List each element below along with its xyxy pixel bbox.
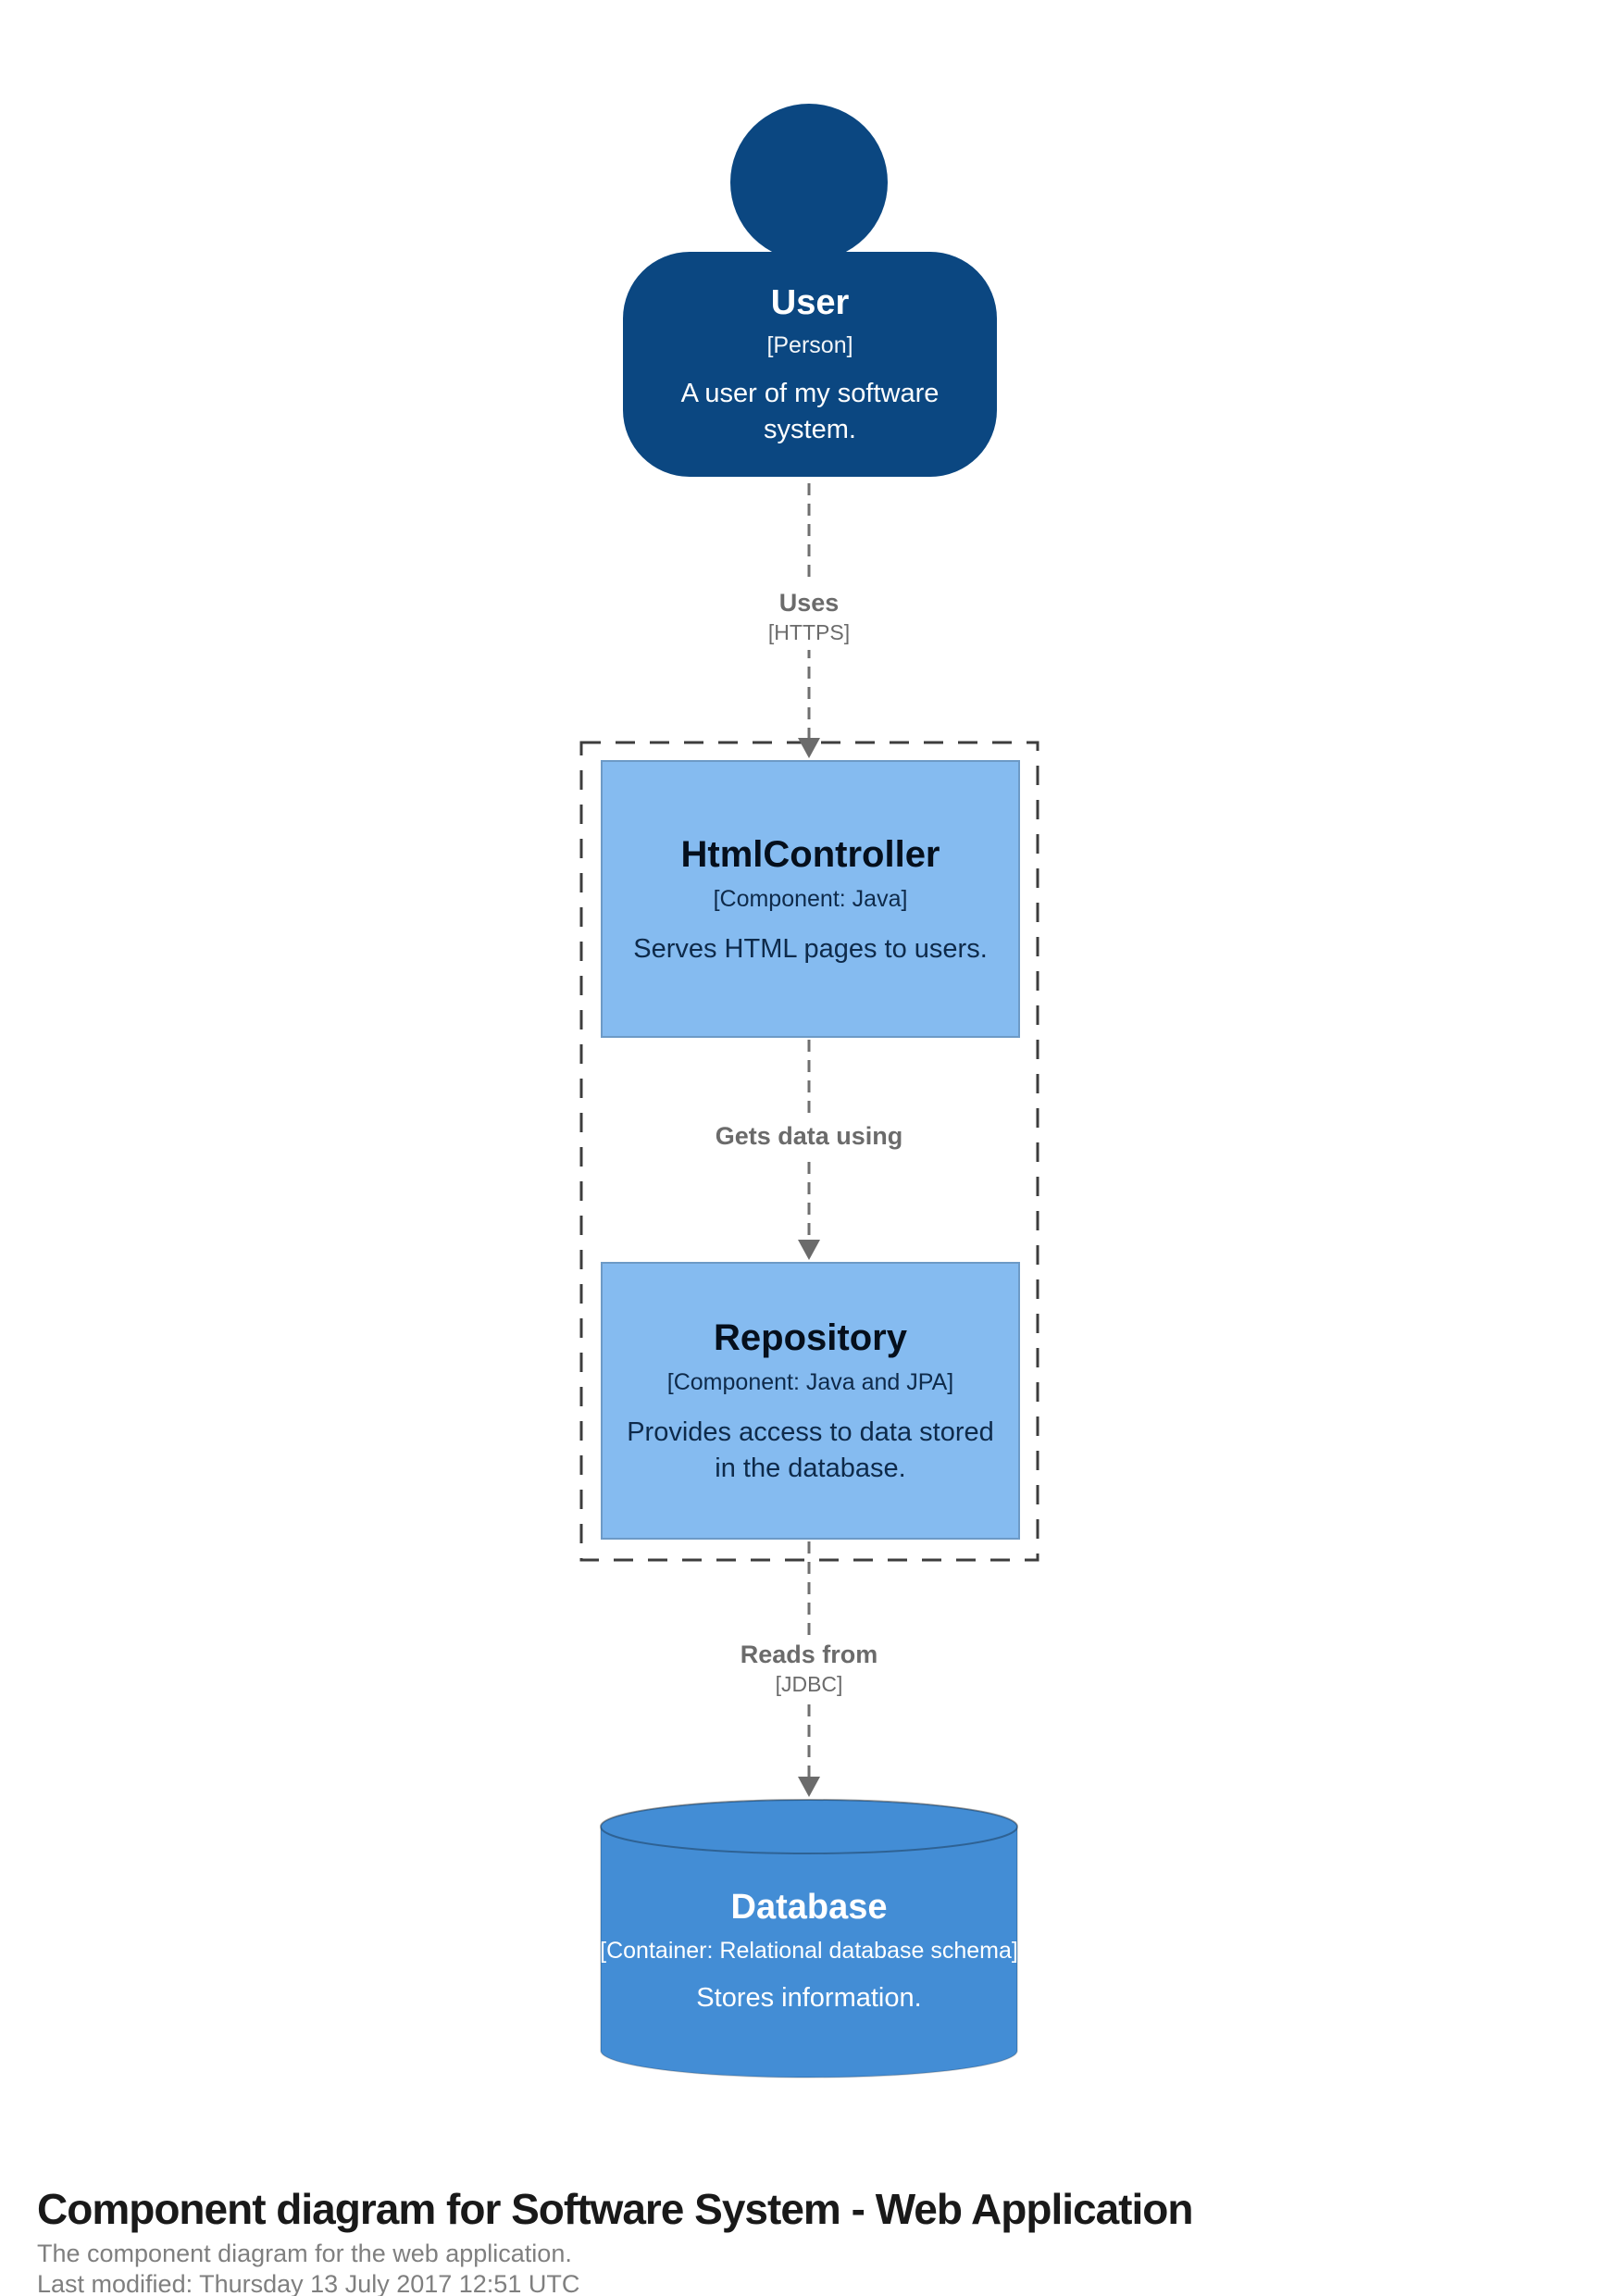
component-htmlcontroller: HtmlController [Component: Java] Serves … (601, 760, 1020, 1038)
container-description: Stores information. (696, 1983, 922, 2013)
diagram-subtitle: The component diagram for the web applic… (37, 2240, 572, 2267)
person-description: A user of my software system. (680, 378, 940, 444)
relationship-gets-data-label: Gets data using (703, 1117, 915, 1155)
container-meta: [Container: Relational database schema] (600, 1938, 1018, 1964)
relationship-technology-text: [HTTPS] (767, 620, 851, 644)
component-description: Provides access to data stored in the da… (627, 1417, 994, 1483)
container-name: Database (730, 1888, 888, 1927)
relationship-reads-from-arrowhead (798, 1777, 820, 1797)
component-name: HtmlController (680, 833, 940, 875)
relationship-reads-from-label: Reads from [JDBC] (728, 1635, 890, 1702)
relationship-label-text: Reads from (740, 1641, 878, 1668)
relationship-technology-text: [JDBC] (775, 1672, 843, 1696)
person-head-icon (730, 104, 888, 261)
component-description: Serves HTML pages to users. (633, 933, 988, 964)
component-name: Repository (714, 1317, 907, 1358)
component-meta: [Component: Java and JPA] (666, 1369, 954, 1395)
relationship-label-text: Uses (778, 589, 840, 617)
person-meta: [Person] (766, 331, 853, 358)
container-database: Database [Container: Relational database… (600, 1799, 1018, 2078)
relationship-uses-label: Uses [HTTPS] (756, 583, 862, 650)
component-repository: Repository [Component: Java and JPA] Pro… (601, 1262, 1020, 1540)
relationship-label-text: Gets data using (715, 1122, 903, 1150)
person-name: User (770, 282, 850, 322)
person-user: User [Person] A user of my software syst… (623, 252, 997, 477)
component-meta: [Component: Java] (713, 885, 908, 912)
relationship-uses-arrowhead (798, 738, 820, 758)
database-cylinder-icon (600, 1799, 1018, 2078)
diagram-last-modified: Last modified: Thursday 13 July 2017 12:… (37, 2270, 580, 2296)
diagram-footer: Component diagram for Software System - … (37, 2185, 1333, 2296)
relationship-gets-data-arrowhead (798, 1240, 820, 1260)
diagram-title: Component diagram for Software System - … (37, 2185, 1193, 2233)
